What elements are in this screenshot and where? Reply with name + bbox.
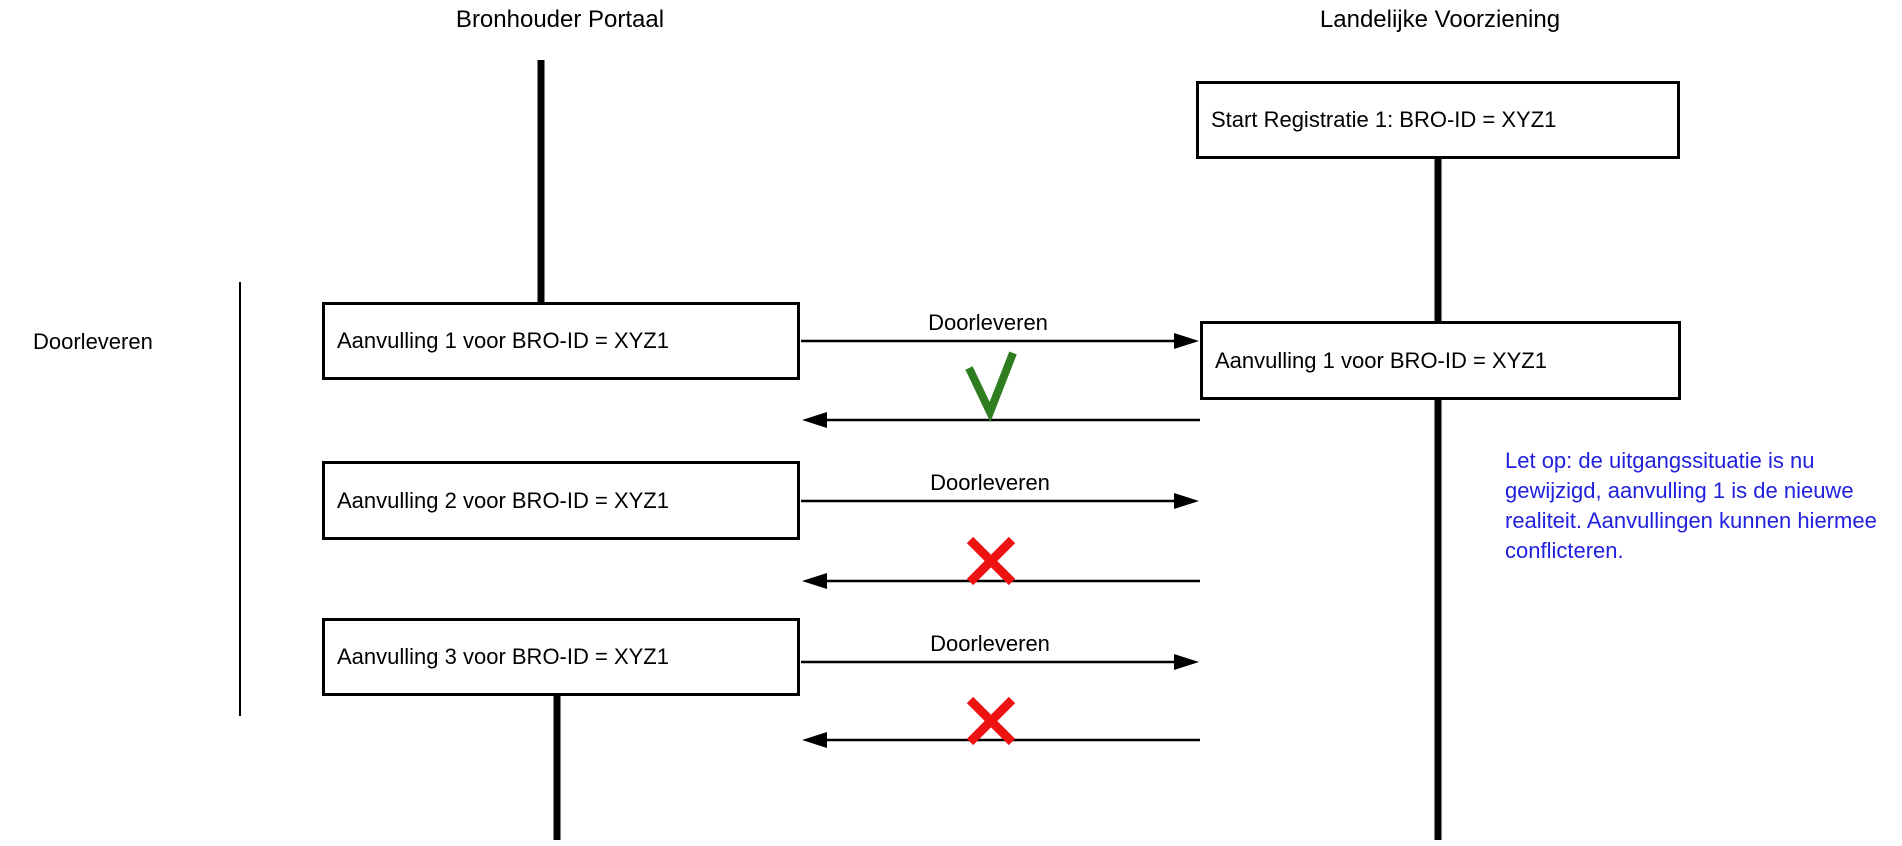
box-aanvulling-1-bp-label: Aanvulling 1 voor BRO-ID = XYZ1 (337, 328, 669, 353)
box-aanvulling-1-lv: Aanvulling 1 voor BRO-ID = XYZ1 (1200, 321, 1681, 400)
box-aanvulling-2-bp-label: Aanvulling 2 voor BRO-ID = XYZ1 (337, 487, 669, 513)
arrowhead-left-2 (802, 573, 827, 589)
arrowhead-left-1 (802, 412, 827, 428)
arrowhead-left-3 (802, 732, 827, 748)
message-label-doorleveren-1: Doorleveren (928, 310, 1048, 335)
box-start-registratie-label: Start Registratie 1: BRO-ID = XYZ1 (1211, 107, 1557, 132)
arrowhead-right-1 (1174, 333, 1199, 349)
box-aanvulling-1-lv-label: Aanvulling 1 voor BRO-ID = XYZ1 (1215, 347, 1547, 373)
doorleveren-group-label: Doorleveren (33, 329, 153, 354)
cross-icon (966, 536, 1016, 586)
arrowhead-right-2 (1174, 493, 1199, 509)
cross-icon (966, 696, 1016, 746)
box-aanvulling-3-bp: Aanvulling 3 voor BRO-ID = XYZ1 (322, 618, 800, 696)
box-start-registratie: Start Registratie 1: BRO-ID = XYZ1 (1196, 81, 1680, 159)
message-label-doorleveren-2: Doorleveren (930, 470, 1050, 495)
check-icon (965, 351, 1017, 423)
box-aanvulling-1-bp: Aanvulling 1 voor BRO-ID = XYZ1 (322, 302, 800, 380)
box-aanvulling-3-bp-label: Aanvulling 3 voor BRO-ID = XYZ1 (337, 644, 669, 669)
actor-title-bronhouder-portaal: Bronhouder Portaal (455, 6, 665, 33)
note-text: Let op: de uitgangssituatie is nu gewijz… (1505, 448, 1877, 563)
arrowhead-right-3 (1174, 654, 1199, 670)
actor-title-landelijke-voorziening: Landelijke Voorziening (1319, 6, 1561, 33)
box-aanvulling-2-bp: Aanvulling 2 voor BRO-ID = XYZ1 (322, 461, 800, 540)
message-label-doorleveren-3: Doorleveren (930, 631, 1050, 656)
